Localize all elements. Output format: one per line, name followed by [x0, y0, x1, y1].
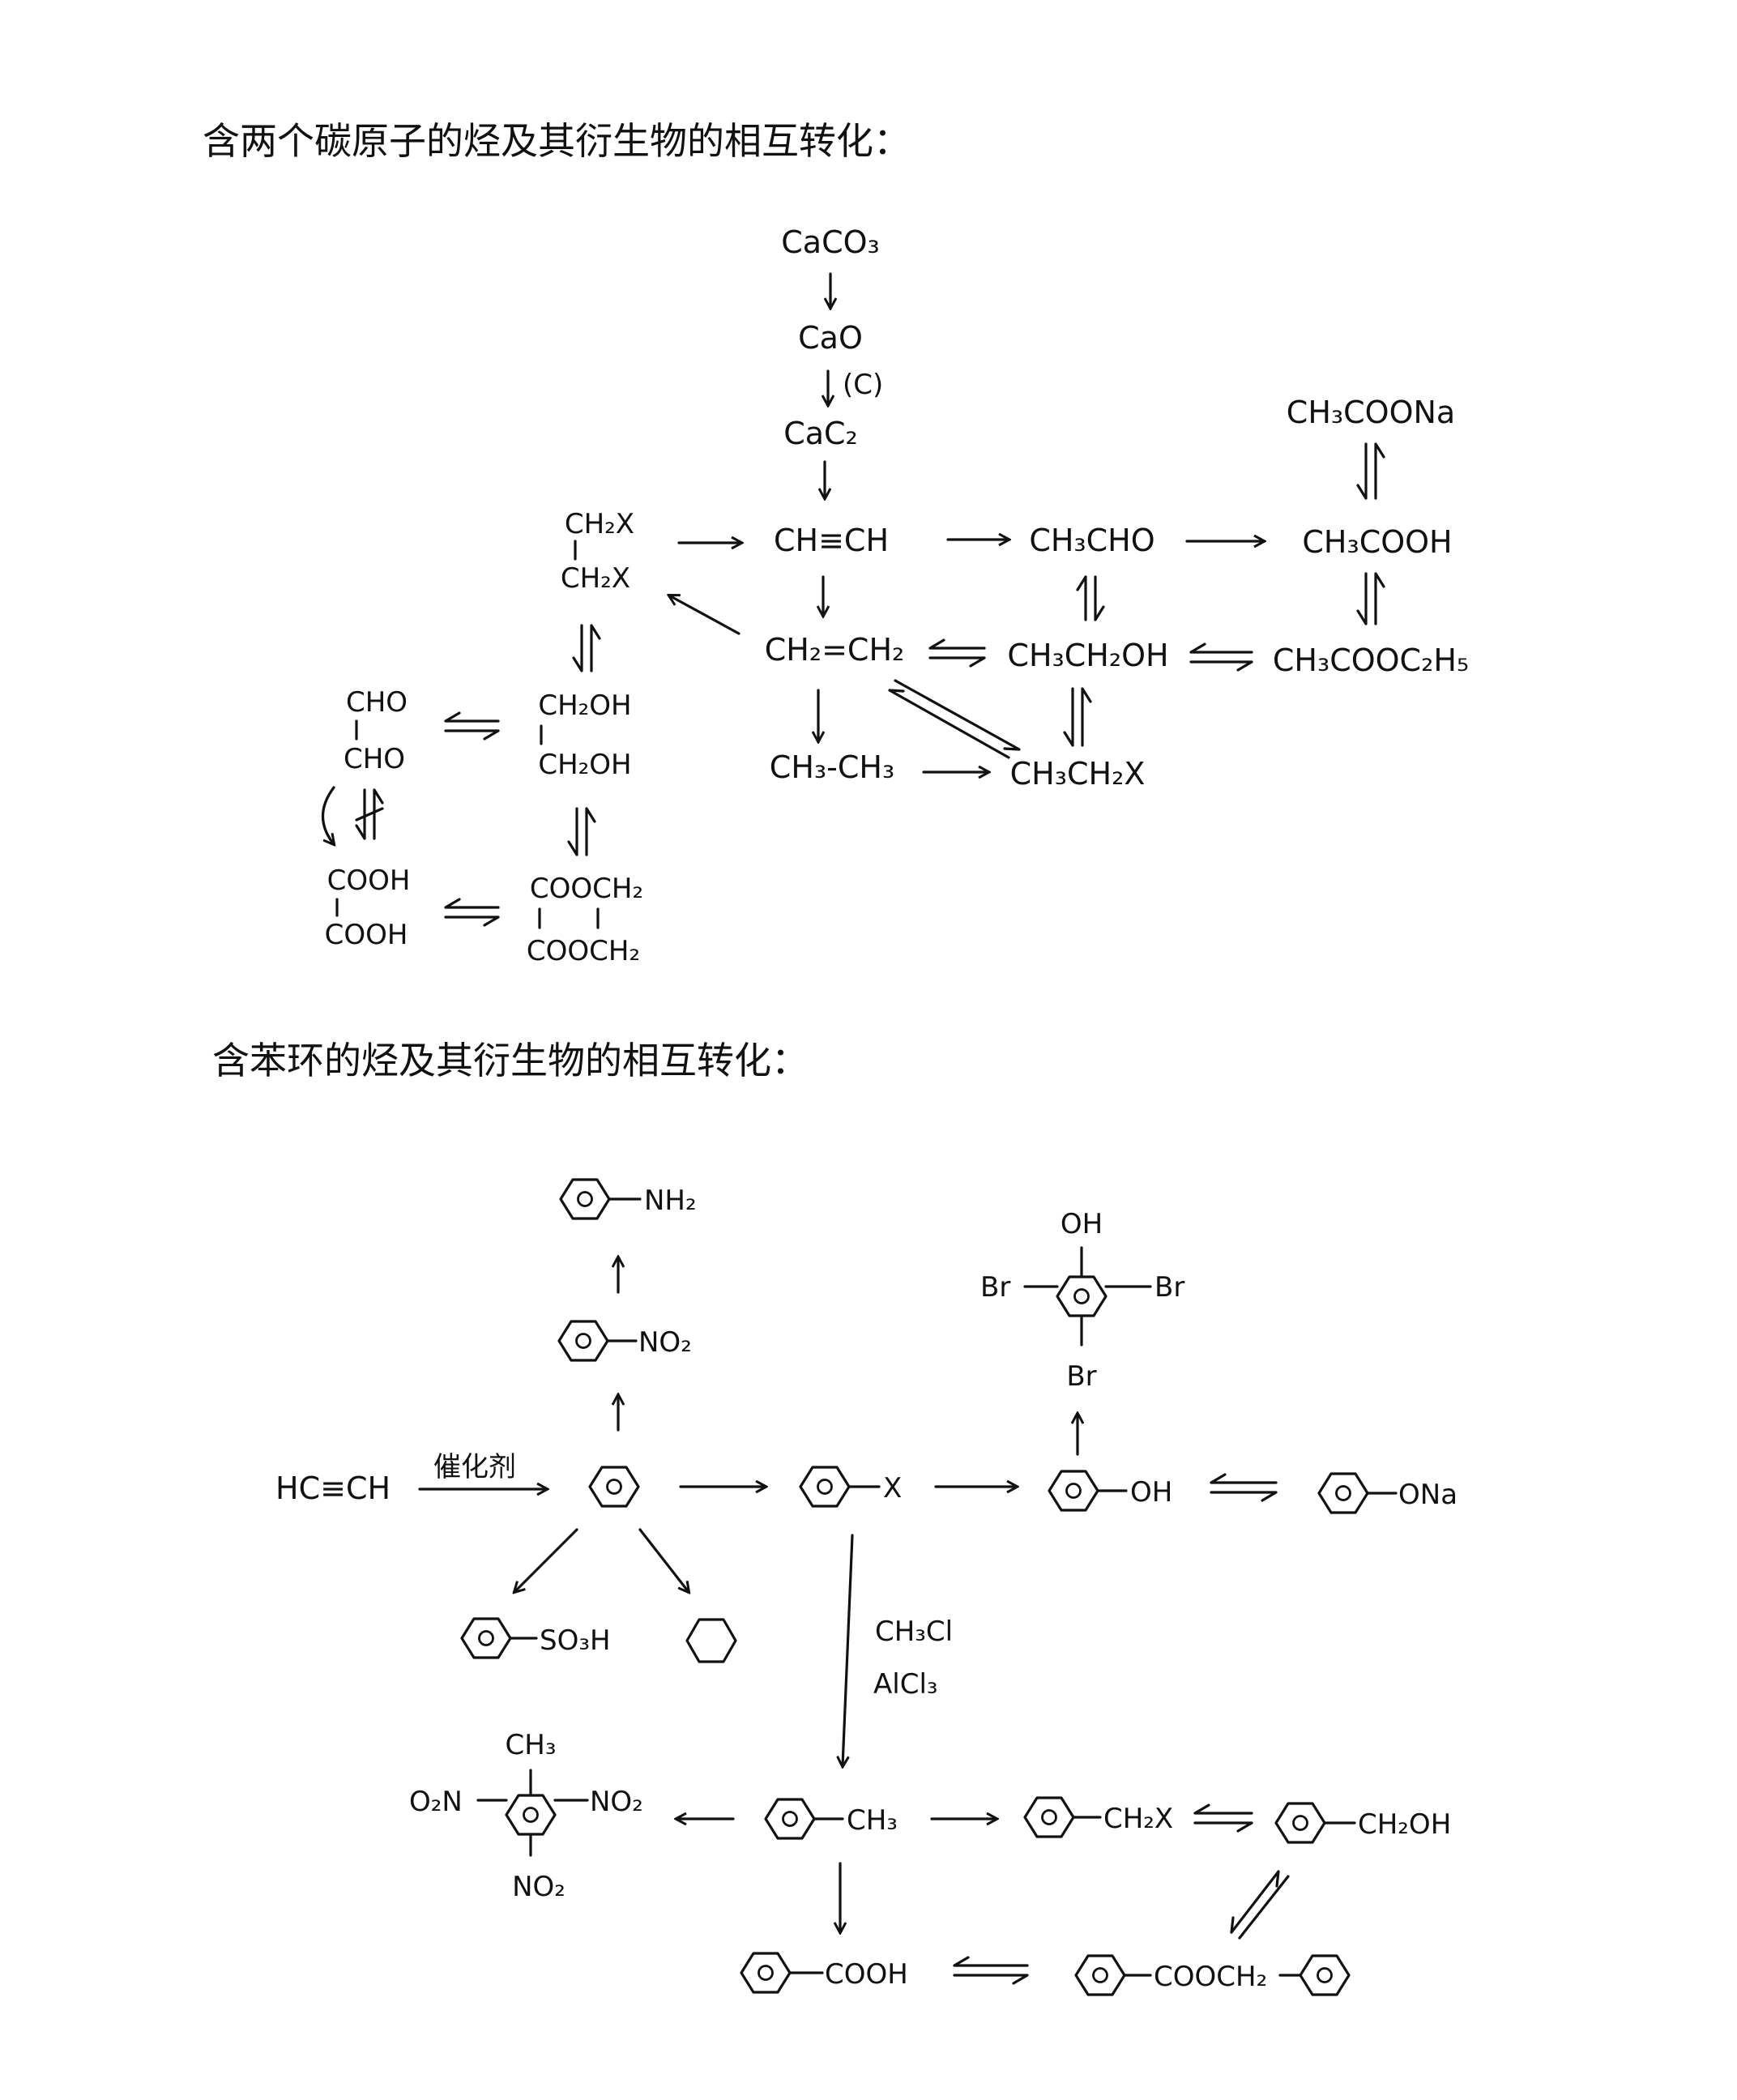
node-ethyl-halide: CH₃CH₂X: [1010, 756, 1146, 792]
label-reagent-ch3cl: CH₃Cl: [875, 1616, 953, 1648]
node-ch2oh-top: CH₂OH: [538, 689, 631, 722]
label-catalyst: 催化剂: [433, 1451, 516, 1483]
node-ethanol: CH₃CH₂OH: [1007, 638, 1168, 673]
node-cooh-top: COOH: [327, 864, 411, 897]
section2-title: 含苯环的烃及其衍生物的相互转化：: [212, 1039, 809, 1082]
section2-diagram: NH₂ NO₂ HC≡CH 催化剂 X OH ONa OH Br: [275, 1178, 1457, 1996]
node-cao: CaO: [798, 320, 863, 356]
node-cac2: CaC₂: [783, 416, 858, 451]
node-cooch2-bottom: COOCH₂: [527, 935, 640, 967]
label-br-left: Br: [980, 1271, 1010, 1304]
label-ch2x: CH₂X: [1103, 1803, 1173, 1835]
node-acetic-acid: CH₃COOH: [1302, 524, 1452, 560]
label-ona: ONa: [1398, 1479, 1457, 1511]
node-sodium-acetate: CH₃COONa: [1287, 395, 1455, 430]
label-cooh: COOH: [825, 1958, 908, 1991]
node-acetylene: CH≡CH: [774, 523, 889, 558]
section1-diagram: CaCO₃ CaO (C) CaC₂ CH≡CH CH₂=CH₂ CH₃-CH₃…: [321, 224, 1469, 967]
label-nh2: NH₂: [644, 1184, 697, 1217]
node-ch2oh-bottom: CH₂OH: [538, 749, 631, 781]
label-tnt-ch3: CH₃: [506, 1729, 557, 1761]
label-br-bottom: Br: [1066, 1360, 1096, 1393]
label-x: X: [883, 1472, 902, 1505]
node-ethyl-acetate: CH₃COOC₂H₅: [1273, 642, 1469, 678]
label-no2: NO₂: [638, 1326, 692, 1359]
label-oh-top: OH: [1061, 1208, 1103, 1240]
label-ch3: CH₃: [847, 1804, 898, 1837]
node-cooch2-top: COOCH₂: [530, 873, 643, 905]
label-tnt-o2n: O₂N: [409, 1786, 463, 1818]
node-ch2x-top: CH₂X: [565, 508, 634, 540]
node-caco3: CaCO₃: [781, 224, 880, 260]
label-ch2oh: CH₂OH: [1358, 1808, 1451, 1841]
node-cho-top: CHO: [346, 686, 408, 719]
label-reagent-alcl3: AlCl₃: [873, 1668, 938, 1701]
section1-title: 含两个碳原子的烃及其衍生物的相互转化：: [203, 119, 911, 163]
node-ethane: CH₃-CH₃: [770, 749, 894, 785]
label-oh: OH: [1130, 1476, 1172, 1509]
label-ester: COOCH₂: [1154, 1961, 1267, 1993]
node-ethylene: CH₂=CH₂: [765, 632, 905, 668]
node-acetaldehyde: CH₃CHO: [1029, 523, 1154, 558]
reagent-c: (C): [843, 369, 883, 401]
node-ch2x-bottom: CH₂X: [561, 562, 630, 595]
label-tnt-no2-bottom: NO₂: [512, 1871, 565, 1903]
node-cho-bottom: CHO: [344, 743, 405, 775]
label-hc-ch: HC≡CH: [275, 1470, 391, 1506]
node-cooh-bottom: COOH: [325, 919, 408, 951]
label-br-right: Br: [1154, 1271, 1184, 1304]
label-tnt-no2-right: NO₂: [590, 1786, 643, 1818]
label-so3h: SO₃H: [540, 1624, 611, 1657]
